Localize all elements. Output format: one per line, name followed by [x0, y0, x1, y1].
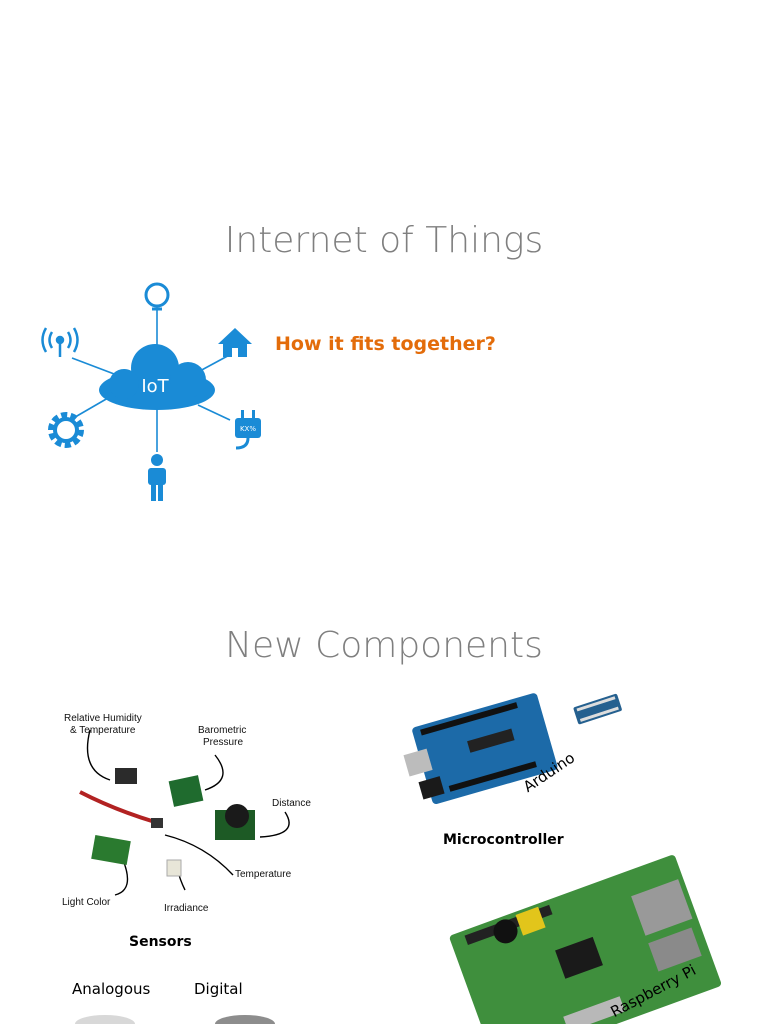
tagline: How it fits together? — [275, 333, 496, 355]
label-analogous: Analogous — [72, 980, 151, 998]
label-temperature: Temperature — [235, 869, 292, 880]
house-icon — [218, 328, 252, 357]
gear-icon — [48, 412, 84, 448]
light-color-sensor — [91, 835, 131, 865]
cloud-label: IoT — [141, 376, 169, 397]
label-humidity: Relative Humidity — [64, 713, 142, 724]
label-barometric: Barometric — [198, 725, 247, 736]
plug-icon: KX% — [235, 410, 261, 450]
slide-title-new-components: New Components — [225, 625, 543, 666]
sensors-illustration — [79, 729, 290, 896]
barometric-sensor — [168, 775, 204, 807]
cloud-icon — [99, 344, 215, 410]
label-pressure: Pressure — [203, 737, 244, 748]
slide-title-internet-of-things: Internet of Things — [224, 220, 544, 261]
label-distance: Distance — [272, 798, 311, 809]
irradiance-sensor — [166, 859, 182, 877]
bottom-components-partial — [75, 1015, 275, 1024]
label-irradiance: Irradiance — [164, 903, 209, 914]
iot-diagram: IoT KX% — [41, 282, 261, 501]
temperature-probe — [79, 790, 156, 824]
label-humidity-2: & Temperature — [70, 725, 136, 736]
label-light-color: Light Color — [62, 897, 111, 908]
caption-sensors: Sensors — [129, 934, 192, 950]
arduino-illustration — [403, 693, 622, 805]
plug-label: KX% — [240, 425, 256, 433]
raspberry-pi-illustration — [449, 855, 722, 1024]
caption-microcontroller: Microcontroller — [443, 832, 564, 848]
wireless-antenna-icon — [41, 327, 79, 357]
person-icon — [148, 454, 166, 501]
label-digital: Digital — [194, 980, 243, 998]
lightbulb-icon — [144, 282, 170, 311]
humidity-sensor — [115, 768, 137, 784]
